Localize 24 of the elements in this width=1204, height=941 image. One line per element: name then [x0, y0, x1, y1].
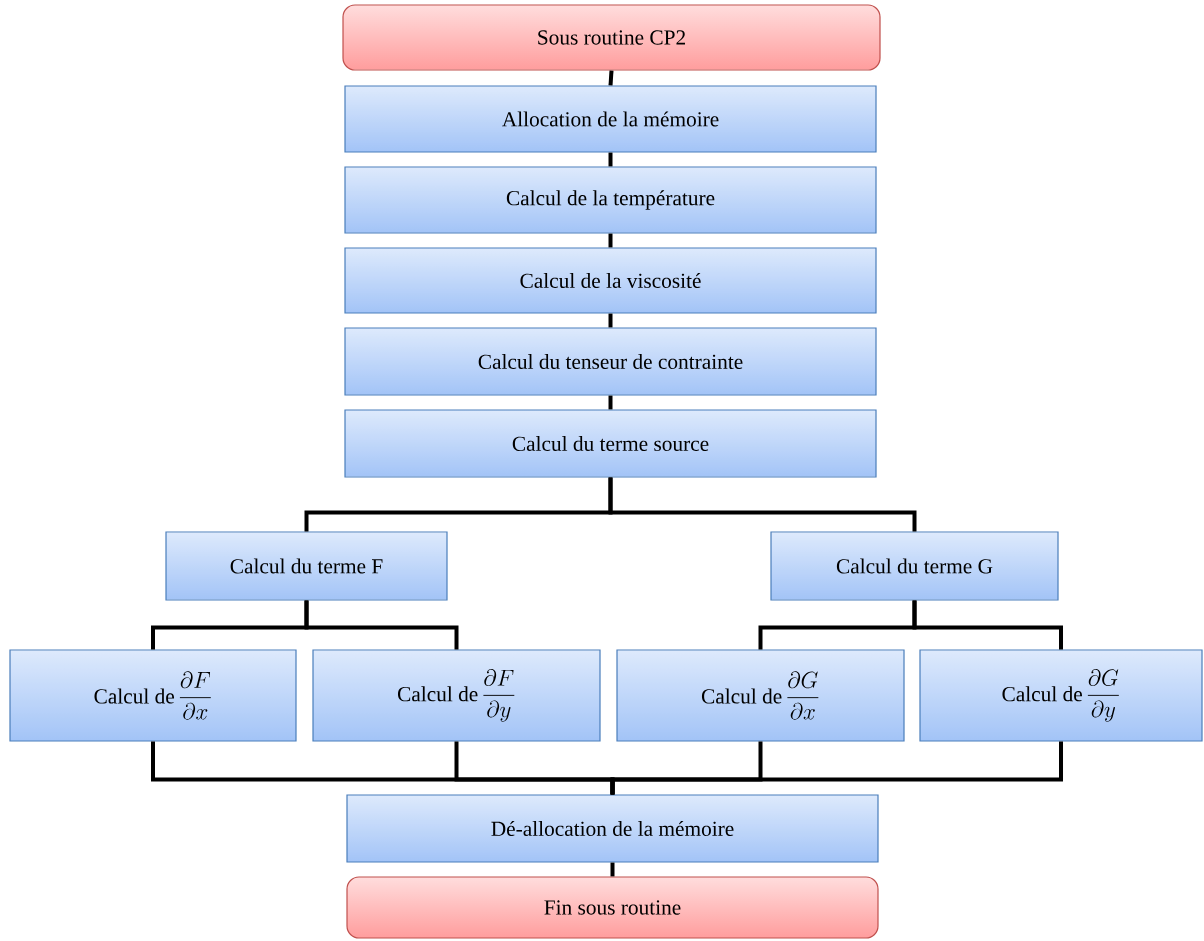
process-box: Calcul du terme F — [165, 531, 448, 601]
connector-line — [610, 741, 1063, 795]
connector-line — [608, 313, 613, 328]
process-box: Calcul de la température — [344, 166, 877, 234]
process-box: Calcul de $\frac{\partial F}{\partial x}$ — [9, 649, 297, 742]
process-box: Calcul du tenseur de contrainte — [344, 327, 877, 396]
terminal-box: Fin sous routine — [346, 876, 879, 939]
connector-line — [608, 233, 613, 248]
process-box: Calcul de $\frac{\partial G}{\partial x}$ — [616, 649, 905, 742]
process-box: Calcul de $\frac{\partial G}{\partial y}$ — [919, 649, 1203, 742]
connector-line — [608, 395, 613, 410]
connector-line — [304, 600, 459, 650]
connector-line — [608, 70, 614, 86]
connector-line — [610, 862, 615, 877]
process-box: Calcul du terme source — [344, 409, 877, 478]
process-box: Calcul de la viscosité — [344, 247, 877, 314]
connector-line — [608, 477, 917, 532]
process-box: Dé-allocation de la mémoire — [346, 794, 879, 863]
connector-line — [608, 152, 613, 167]
terminal-box: Sous routine CP2 — [342, 4, 881, 71]
process-box: Calcul de $\frac{\partial F}{\partial y}$ — [312, 649, 601, 742]
process-box: Calcul du terme G — [770, 531, 1059, 601]
connector-line — [912, 600, 1063, 650]
process-box: Allocation de la mémoire — [344, 85, 877, 153]
